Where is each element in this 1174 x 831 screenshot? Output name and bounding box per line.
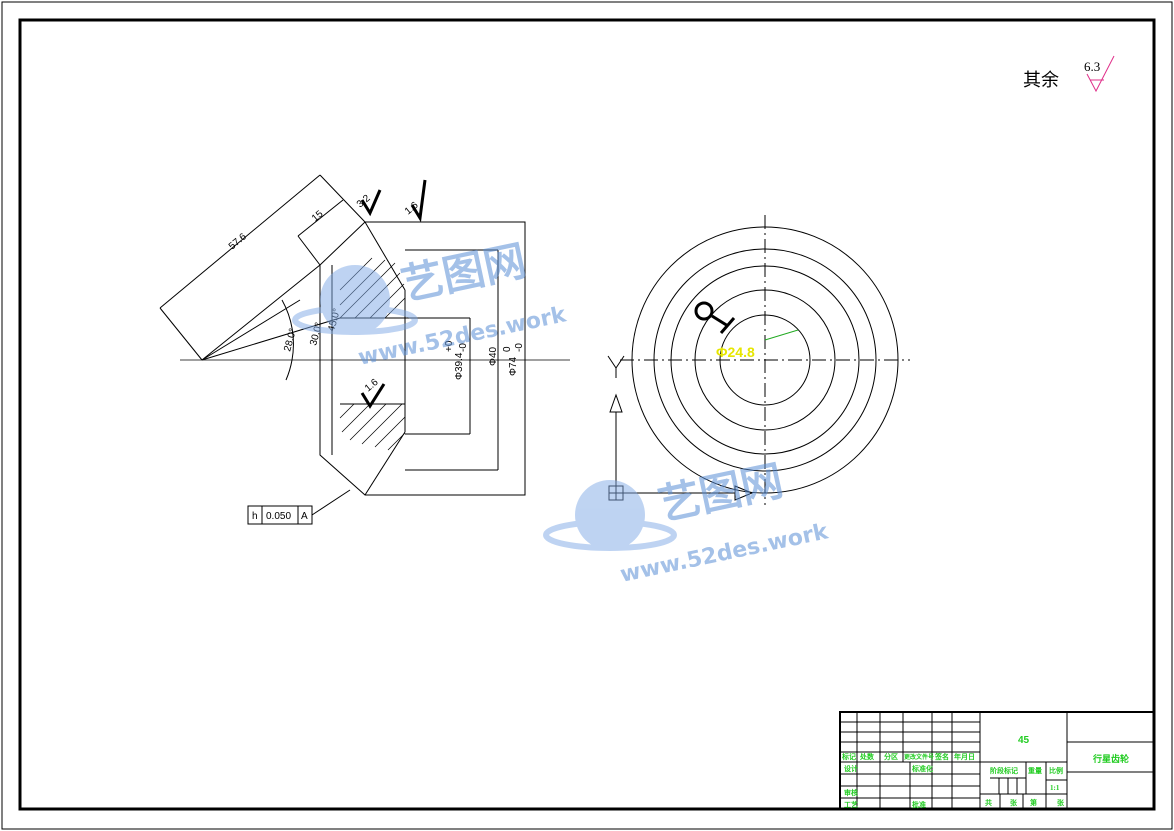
dim-mid-dia: Φ40 [488, 346, 499, 366]
datum-feature-icon [694, 301, 736, 334]
axis-label: Y [1108, 363, 1109, 365]
tb-label-1: 处数 [859, 752, 875, 761]
tb-row-label-0: 设计 [844, 764, 858, 773]
dim-roughness-a: 3.2 [355, 193, 373, 211]
drawing-border [18, 18, 1156, 811]
watermark-url-2: www.52des.work [618, 519, 831, 588]
watermark-logo-icon [292, 265, 677, 551]
roughness-note-value: 6.3 [1084, 59, 1100, 74]
tb-material: 45 [1018, 735, 1030, 746]
tb-label-4: 签名 [934, 752, 949, 761]
watermark-brand-2: 艺图网 [654, 456, 787, 530]
tb-row-label-1: 审核 [844, 788, 858, 797]
runout-value: 0.050 [266, 511, 291, 522]
tb-label-3: 更改文件号 [904, 753, 934, 761]
title-block [839, 711, 1155, 810]
tb-label-2: 分区 [884, 752, 898, 761]
tb-sheet-label-0: 共 [985, 798, 992, 807]
tb-part-name: 行星齿轮 [1092, 753, 1129, 764]
roughness-note-label: 其余 [1023, 70, 1059, 90]
tb-sheet-label-3: 张 [1057, 798, 1065, 807]
tb-scale: 1:1 [1050, 784, 1060, 792]
dim-bore-dia: Φ39.4 [454, 352, 465, 380]
runout-symbol: h [252, 511, 258, 522]
runout-datum: A [301, 511, 308, 522]
tb-stage-label-2: 比例 [1049, 766, 1063, 775]
roughness-symbol-icon [1086, 55, 1115, 93]
dim-bore-tol-upper: +0 [444, 340, 455, 352]
title-block-labels: 标记 处数 分区 更改文件号 签名 年月日 设计 审核 工艺 标准化 批准 阶段… [841, 752, 1065, 809]
dim-outer-tol-upper: 0 [502, 346, 513, 352]
tb-mid-label-0: 标准化 [911, 764, 933, 773]
dim-outer-tol-lower: -0 [514, 343, 525, 352]
tb-sheet-label-1: 张 [1010, 798, 1018, 807]
front-inner-dia: Φ24.8 [716, 344, 755, 360]
dim-bore-tol-lower: -0 [458, 343, 469, 352]
tb-label-5: 年月日 [954, 752, 975, 761]
tb-stage-label-1: 重量 [1028, 766, 1042, 775]
watermark-brand: 艺图网 [397, 236, 530, 310]
front-view [620, 215, 910, 505]
tb-stage-label-0: 阶段标记 [990, 766, 1018, 775]
dim-angle-a: 28.0° [282, 327, 299, 353]
dim-face-width: 15 [310, 208, 326, 224]
tb-sheet-label-2: 第 [1030, 798, 1037, 807]
tb-row-label-2: 工艺 [844, 800, 858, 809]
runout-frame: h 0.050 A [247, 505, 313, 525]
dim-cone-length: 57.6 [227, 231, 249, 252]
dim-outer-dia: Φ74 [508, 356, 519, 376]
roughness-mark-icon [360, 179, 427, 409]
tb-mid-label-1: 批准 [912, 800, 926, 809]
tb-label-0: 标记 [841, 752, 856, 761]
